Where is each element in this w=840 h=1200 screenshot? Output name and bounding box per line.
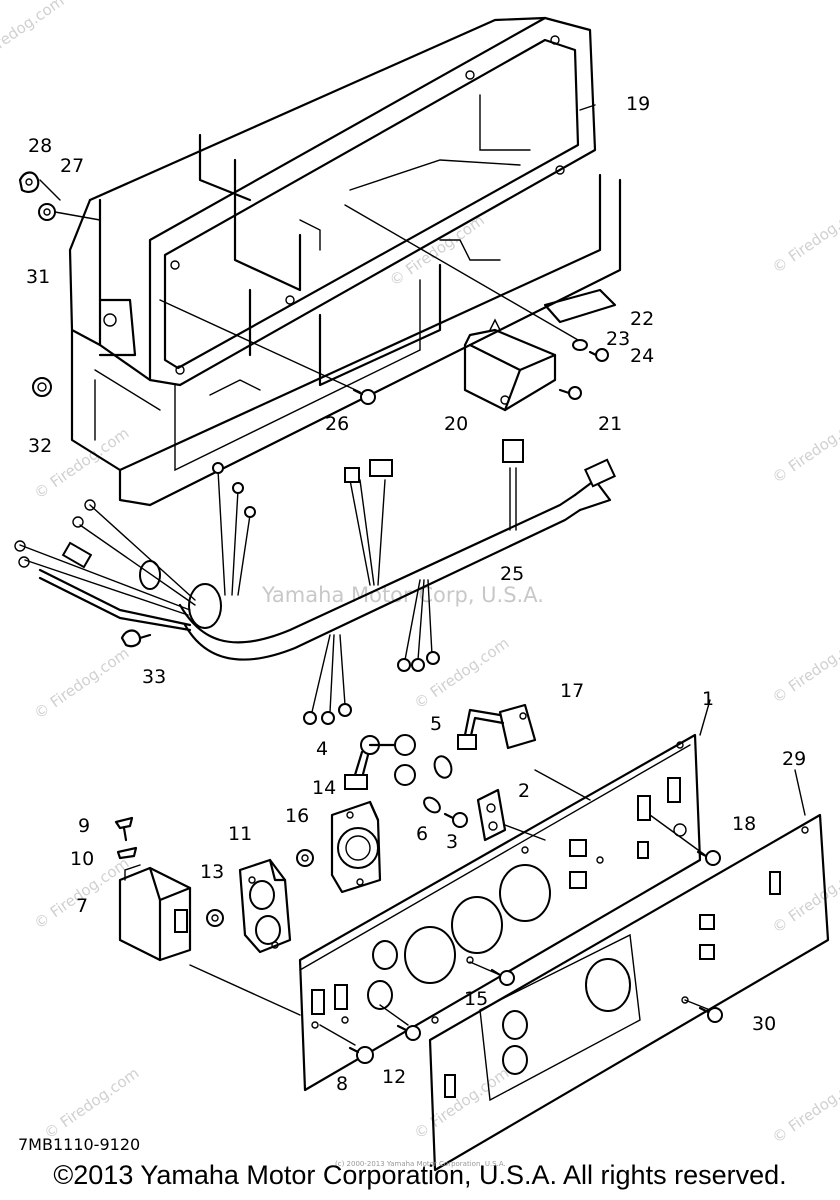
part-label-7: 7 xyxy=(76,895,88,917)
part-labels: 1 2 3 4 5 6 7 8 9 10 11 12 13 14 15 16 1… xyxy=(26,93,806,1095)
nut-16-drawing xyxy=(296,849,314,867)
part-label-31: 31 xyxy=(26,266,50,288)
clamp-33-drawing xyxy=(120,629,152,648)
leader-line xyxy=(794,769,806,816)
leader-line xyxy=(54,211,101,221)
nut-13-drawing xyxy=(206,909,224,927)
part-label-3: 3 xyxy=(446,831,458,853)
part-label-6: 6 xyxy=(416,823,428,845)
part-label-19: 19 xyxy=(626,93,650,115)
part-label-24: 24 xyxy=(630,345,654,367)
part-label-9: 9 xyxy=(78,815,90,837)
part-label-22: 22 xyxy=(630,308,654,330)
receptacle-14-drawing xyxy=(330,800,382,894)
leader-line xyxy=(534,769,591,801)
grommet-32-drawing xyxy=(32,377,52,397)
part-label-15: 15 xyxy=(464,988,488,1010)
wire-harness-25-drawing xyxy=(14,439,617,725)
watermark-text: © Firedog.com xyxy=(0,0,67,70)
part-label-16: 16 xyxy=(285,805,309,827)
copyright-notice: ©2013 Yamaha Motor Corporation, U.S.A. A… xyxy=(53,1160,787,1190)
leader-line xyxy=(319,1024,356,1046)
screw-26-drawing xyxy=(352,388,376,405)
leader-line xyxy=(504,824,546,841)
watermark-text: © Firedog.com xyxy=(769,408,840,487)
part-label-8: 8 xyxy=(336,1073,348,1095)
part-label-21: 21 xyxy=(598,413,622,435)
lens-5-drawing xyxy=(433,755,453,779)
plate-22-drawing xyxy=(543,288,617,324)
bulb-6-drawing xyxy=(423,796,441,814)
part-label-30: 30 xyxy=(752,1013,776,1035)
screw-9-drawing xyxy=(114,816,134,842)
plate-2-drawing xyxy=(476,788,507,842)
leader-line xyxy=(579,104,596,111)
watermark-text: © Firedog.com xyxy=(411,634,513,713)
part-label-13: 13 xyxy=(200,861,224,883)
screw-30-drawing xyxy=(698,1006,723,1023)
part-label-12: 12 xyxy=(382,1066,406,1088)
diagram-code: 7MB1110-9120 xyxy=(18,1135,140,1154)
part-label-10: 10 xyxy=(70,848,94,870)
part-label-14: 14 xyxy=(312,777,336,799)
washer-23-drawing xyxy=(572,339,588,351)
watermark-text: © Firedog.com xyxy=(31,644,133,723)
watermark-text: © Firedog.com xyxy=(41,1064,143,1143)
watermark-text: © Firedog.com xyxy=(769,1068,840,1147)
leader-line xyxy=(159,299,361,393)
watermark-text: © Firedog.com xyxy=(769,628,840,707)
lamp-4-drawing xyxy=(344,734,416,790)
part-label-5: 5 xyxy=(430,713,442,735)
switch-17-drawing xyxy=(457,703,537,750)
leader-line xyxy=(344,204,579,341)
part-label-23: 23 xyxy=(606,328,630,350)
module-20-drawing xyxy=(463,318,557,412)
screw-12-drawing xyxy=(396,1024,421,1041)
part-label-26: 26 xyxy=(325,413,349,435)
nut-27-drawing xyxy=(38,203,56,221)
part-label-2: 2 xyxy=(518,780,530,802)
part-label-18: 18 xyxy=(732,813,756,835)
screw-8-drawing xyxy=(348,1046,374,1064)
cover-panel-29-drawing xyxy=(428,813,830,1172)
small-copyright-watermark: (c) 2000-2013 Yamaha Motor Corporation, … xyxy=(335,1160,506,1168)
leader-line xyxy=(699,699,711,736)
part-label-17: 17 xyxy=(560,680,584,702)
part-label-32: 32 xyxy=(28,435,52,457)
part-label-25: 25 xyxy=(500,563,524,585)
frame-housing-drawing xyxy=(68,16,622,507)
breaker-7-drawing xyxy=(118,864,192,962)
watermark-text: © Firedog.com xyxy=(769,198,840,277)
leader-line xyxy=(649,814,706,856)
bolt-24-drawing xyxy=(588,348,609,362)
front-panel-1-drawing xyxy=(298,733,702,1092)
receptacle-11-drawing xyxy=(238,858,292,954)
bolt-3-drawing xyxy=(443,812,468,828)
clip-28-drawing xyxy=(18,171,40,194)
watermark-text: © Firedog.com xyxy=(769,858,840,937)
screw-15-drawing xyxy=(490,968,515,986)
part-label-28: 28 xyxy=(28,135,52,157)
screw-21-drawing xyxy=(558,386,582,400)
part-label-27: 27 xyxy=(60,155,84,177)
watermark-text: © Firedog.com xyxy=(411,1064,513,1143)
part-label-4: 4 xyxy=(316,738,328,760)
leader-line xyxy=(189,964,301,1016)
washer-10-drawing xyxy=(116,846,138,860)
center-watermark: Yamaha Motor Corp, U.S.A. xyxy=(261,583,544,607)
part-label-1: 1 xyxy=(702,688,714,710)
part-label-29: 29 xyxy=(782,748,806,770)
part-label-11: 11 xyxy=(228,823,252,845)
screw-18-drawing xyxy=(696,850,721,866)
part-label-20: 20 xyxy=(444,413,468,435)
leader-line xyxy=(39,179,61,201)
leader-line xyxy=(684,999,711,1011)
part-label-33: 33 xyxy=(142,666,166,688)
leader-line xyxy=(379,1004,409,1026)
